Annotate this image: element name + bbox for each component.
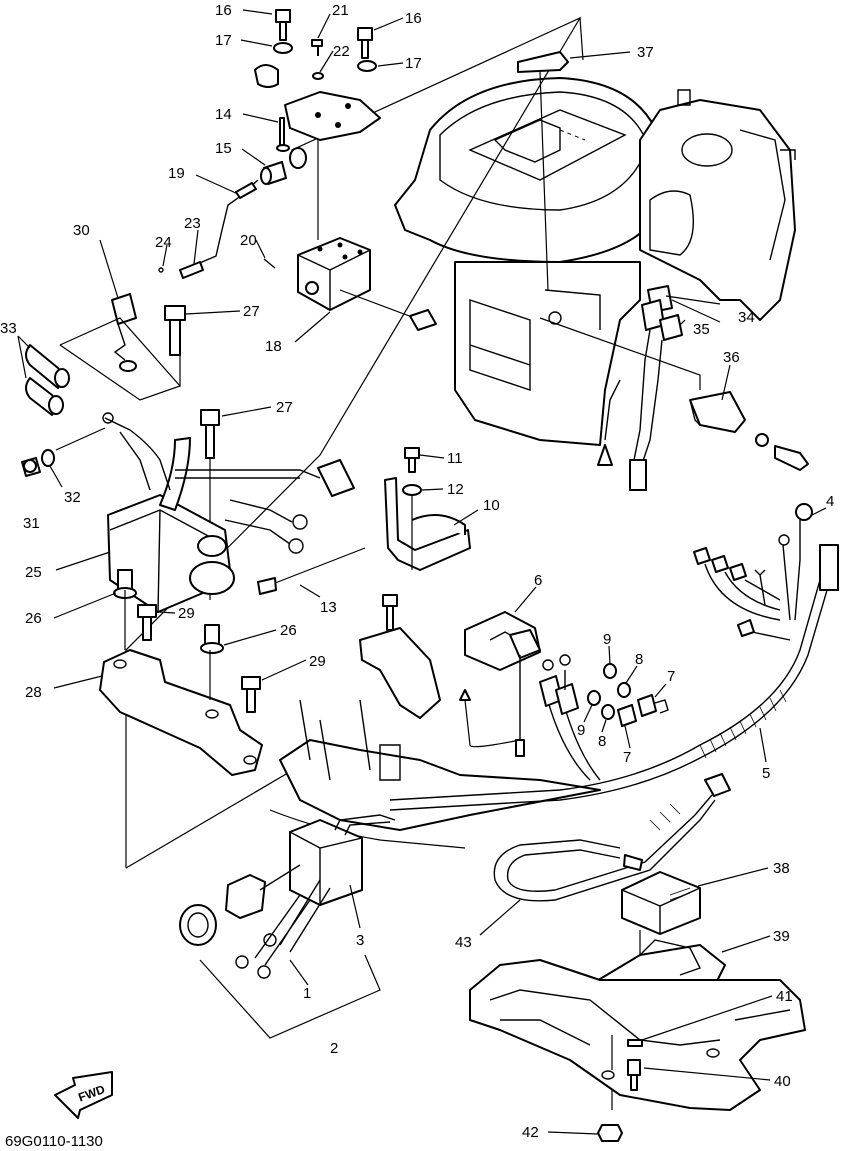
callout-41: 41 — [776, 988, 793, 1005]
callout-8b: 8 — [598, 733, 606, 750]
callout-1: 1 — [303, 985, 311, 1002]
nut-42 — [597, 1124, 623, 1142]
fwd-arrow: FWD — [54, 1071, 113, 1119]
lever — [517, 51, 569, 73]
relay — [621, 871, 701, 970]
callout-29a: 29 — [178, 605, 195, 622]
bolt-16a — [275, 9, 291, 41]
bolt-16b — [357, 27, 373, 59]
callout-17b: 17 — [405, 55, 422, 72]
callout-9b: 9 — [577, 722, 585, 739]
engine-block — [394, 77, 796, 446]
callout-26a: 26 — [25, 610, 42, 627]
callout-39: 39 — [773, 928, 790, 945]
mount-plate — [99, 590, 263, 776]
washer-41 — [627, 1039, 643, 1047]
starter-cable — [493, 773, 731, 902]
callout-36: 36 — [723, 349, 740, 366]
clip — [254, 64, 279, 88]
callout-11: 11 — [447, 450, 463, 467]
callout-42: 42 — [522, 1124, 539, 1141]
bolt-29a — [137, 604, 157, 641]
callout-4: 4 — [826, 493, 834, 510]
battery-cable — [693, 503, 839, 641]
callout-7b: 7 — [623, 749, 631, 766]
callout-labels: 16 21 16 17 22 17 37 14 15 19 30 23 24 2… — [0, 2, 834, 1141]
callout-29b: 29 — [309, 653, 326, 670]
callout-18: 18 — [265, 338, 282, 355]
callout-37: 37 — [637, 44, 654, 61]
choke-cable — [158, 179, 276, 279]
callout-17a: 17 — [215, 32, 232, 49]
callout-13: 13 — [320, 599, 337, 616]
bolt-27b — [200, 409, 220, 459]
rectifier-bracket — [384, 447, 471, 571]
callout-27a: 27 — [243, 303, 260, 320]
callout-12: 12 — [447, 481, 464, 498]
callout-32: 32 — [64, 489, 81, 506]
cable-tie — [269, 547, 366, 586]
callout-16a: 16 — [215, 2, 232, 19]
bracket — [284, 91, 381, 141]
washer-17a — [273, 42, 293, 54]
bolt-40 — [627, 1059, 641, 1091]
callout-30: 30 — [73, 222, 90, 239]
leader-lines — [17, 9, 827, 1135]
callout-14: 14 — [215, 106, 232, 123]
callout-25: 25 — [25, 564, 42, 581]
callout-22: 22 — [333, 43, 350, 60]
callout-16b: 16 — [405, 10, 422, 27]
callout-43: 43 — [455, 934, 472, 951]
main-switch — [179, 814, 396, 1039]
callout-19: 19 — [168, 165, 185, 182]
bolt-29b — [241, 676, 261, 713]
washer-17b — [357, 60, 377, 72]
callout-5: 5 — [762, 765, 770, 782]
callout-9a: 9 — [603, 631, 611, 648]
drawing-code: 69G0110-1130 — [5, 1133, 103, 1150]
washers-7-8-9 — [587, 663, 669, 727]
callout-40: 40 — [774, 1073, 791, 1090]
callout-10: 10 — [483, 497, 500, 514]
bolt-27a — [164, 305, 186, 356]
lower-bracket — [359, 627, 521, 748]
callout-27b: 27 — [276, 399, 293, 416]
callout-35: 35 — [693, 321, 710, 338]
callout-26b: 26 — [280, 622, 297, 639]
solenoid — [297, 237, 437, 331]
screw-21 — [311, 39, 323, 56]
bottom-cowl — [269, 699, 601, 849]
callout-20: 20 — [240, 232, 257, 249]
bolt-11 — [404, 447, 420, 473]
callout-23: 23 — [184, 215, 201, 232]
cdi-unit — [102, 412, 355, 613]
washer-22 — [312, 72, 324, 80]
callout-33: 33 — [0, 320, 17, 337]
bracket-group — [254, 9, 381, 240]
callout-38: 38 — [773, 860, 790, 877]
callout-15: 15 — [215, 140, 232, 157]
base-plate — [469, 959, 806, 1111]
callout-3: 3 — [356, 932, 364, 949]
main-harness — [389, 579, 831, 811]
callout-21: 21 — [332, 2, 349, 19]
callout-7a: 7 — [667, 668, 675, 685]
callout-6: 6 — [534, 572, 542, 589]
callout-2: 2 — [330, 1040, 338, 1057]
callout-28: 28 — [25, 684, 42, 701]
callout-24: 24 — [155, 234, 172, 251]
rectifier — [464, 611, 541, 757]
callout-31: 31 — [23, 515, 40, 532]
callout-8a: 8 — [635, 651, 643, 668]
callout-34: 34 — [738, 309, 755, 326]
washer-12 — [402, 484, 422, 496]
sensor-group — [539, 285, 809, 491]
stop-switch — [25, 293, 182, 416]
pin-14 — [279, 117, 285, 149]
washers-31-32 — [21, 427, 106, 477]
